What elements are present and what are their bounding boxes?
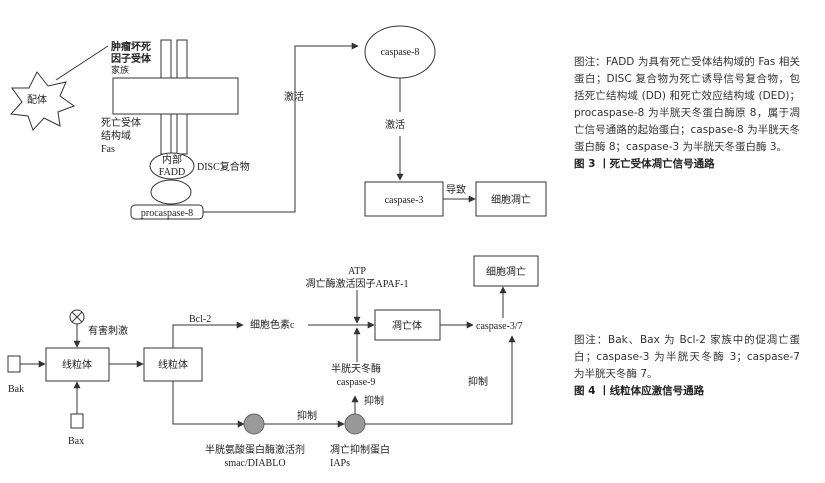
stimulus-cross-b [71,311,83,323]
receptor-bar-left-top [160,39,172,79]
dd-label-1: 死亡受体 [101,116,141,129]
apoptosis-box-fig3 [475,181,547,217]
iap-label-1: 凋亡抑制蛋白 [330,443,390,456]
smac-label-1: 半胱氨酸蛋白酶激活剂 [205,443,305,456]
mito-label-1: 线粒体 [62,358,92,371]
apoptosis-label-fig4: 细胞凋亡 [486,265,526,278]
disc-label: DISC复合物 [197,160,250,173]
figure-3-labels: 配体 肿瘤坏死 因子受体 家族 死亡受体 结构域 Fas 内部 FADD DIS… [27,40,531,219]
tnfr-label-3: 家族 [111,64,129,75]
fig3-note-text: 图注：FADD 为具有死亡受体结构域的 Fas 相关蛋白；DISC 复合物为死亡… [574,56,800,153]
apoptosis-box-fig4 [473,255,539,287]
caspase9-label-1: 半胱天冬酶 [331,362,381,375]
mito-box-2 [143,347,203,382]
figure-4-mitochondrial-pathway [7,255,539,435]
bax-label: Bax [68,436,84,447]
caspase9-label-2: caspase-9 [337,377,376,388]
dd-label-3: Fas [101,144,115,155]
fig4-note-text: 图注：Bak、Bax 为 Bcl-2 家族中的促凋亡蛋白；caspase-3 为… [574,334,800,380]
membrane-box [112,77,239,115]
figure-3-death-receptor-pathway [9,25,547,220]
ligand-label: 配体 [27,94,47,106]
apaf1-label: 凋亡酶激活因子APAF-1 [306,277,409,290]
apoptosis-label-fig3: 细胞凋亡 [491,193,531,206]
figure-4-labels: 有害刺激 Bak Bax 线粒体 线粒体 Bcl-2 细胞色素c ATP 凋亡酶… [8,265,526,469]
fig4-notes: 图注：Bak、Bax 为 Bcl-2 家族中的促凋亡蛋白；caspase-3 为… [574,332,800,400]
inhibit-label-iap-caspase37: 抑制 [468,375,488,388]
atp-label: ATP [348,266,366,277]
dd-label-2: 结构域 [101,129,131,142]
apoptosome-label: 凋亡体 [392,319,422,332]
activate-label-2: 激活 [385,118,405,131]
inhibit-label-smac-iap: 抑制 [297,409,317,422]
tnfr-label-2: 因子受体 [111,52,152,65]
bcl2-label: Bcl-2 [189,314,211,325]
ligand-star [9,71,76,131]
activate-label-1: 激活 [284,90,304,103]
arrow-procaspase-to-caspase8 [203,42,359,213]
tnfr-label-1: 肿瘤坏死 [111,40,151,53]
receptor-bar-left-bottom [160,113,172,155]
bak-label: Bak [8,384,24,395]
mito-label-2: 线粒体 [158,358,188,371]
arrow-iap-inhibit-caspase37 [365,335,516,425]
fadd-label-2: FADD [159,167,185,178]
smac-label-2: smac/DIABLO [224,458,285,469]
bak-square [7,355,21,373]
caspase3-label: caspase-3 [385,195,424,206]
leads-to-label: 导致 [446,183,466,196]
fadd-ellipse [149,152,195,180]
smac-circle [243,413,265,435]
inhibit-label-iap-caspase9: 抑制 [364,394,384,407]
iap-label-2: IAPs [330,458,350,469]
arrow-mito2-to-cytc [172,321,244,348]
caspase3-box [364,181,444,217]
caspase8-label: caspase-8 [381,47,420,58]
arrow-mito2-to-smac [172,381,245,428]
ligand-binding-line [55,45,109,81]
procaspase8-label: procaspase-8 [141,208,193,219]
receptor-bar-right-top [176,39,188,79]
fig4-caption: 图 4 丨线粒体应激信号通路 [574,385,705,397]
death-effector-ellipse [150,179,192,205]
iap-circle [344,413,366,435]
fig3-notes: 图注：FADD 为具有死亡受体结构域的 Fas 相关蛋白；DISC 复合物为死亡… [574,54,800,173]
caspase37-label: caspase-3/7 [476,321,523,332]
bax-square [70,413,84,429]
cytc-label: 细胞色素c [250,318,295,331]
fadd-label-1: 内部 [162,153,182,166]
harmful-stimulus-label: 有害刺激 [88,324,128,337]
apoptosome-box [374,309,441,341]
receptor-bar-right-bottom [176,113,188,155]
fig3-caption: 图 3 丨死亡受体凋亡信号通路 [574,158,715,170]
